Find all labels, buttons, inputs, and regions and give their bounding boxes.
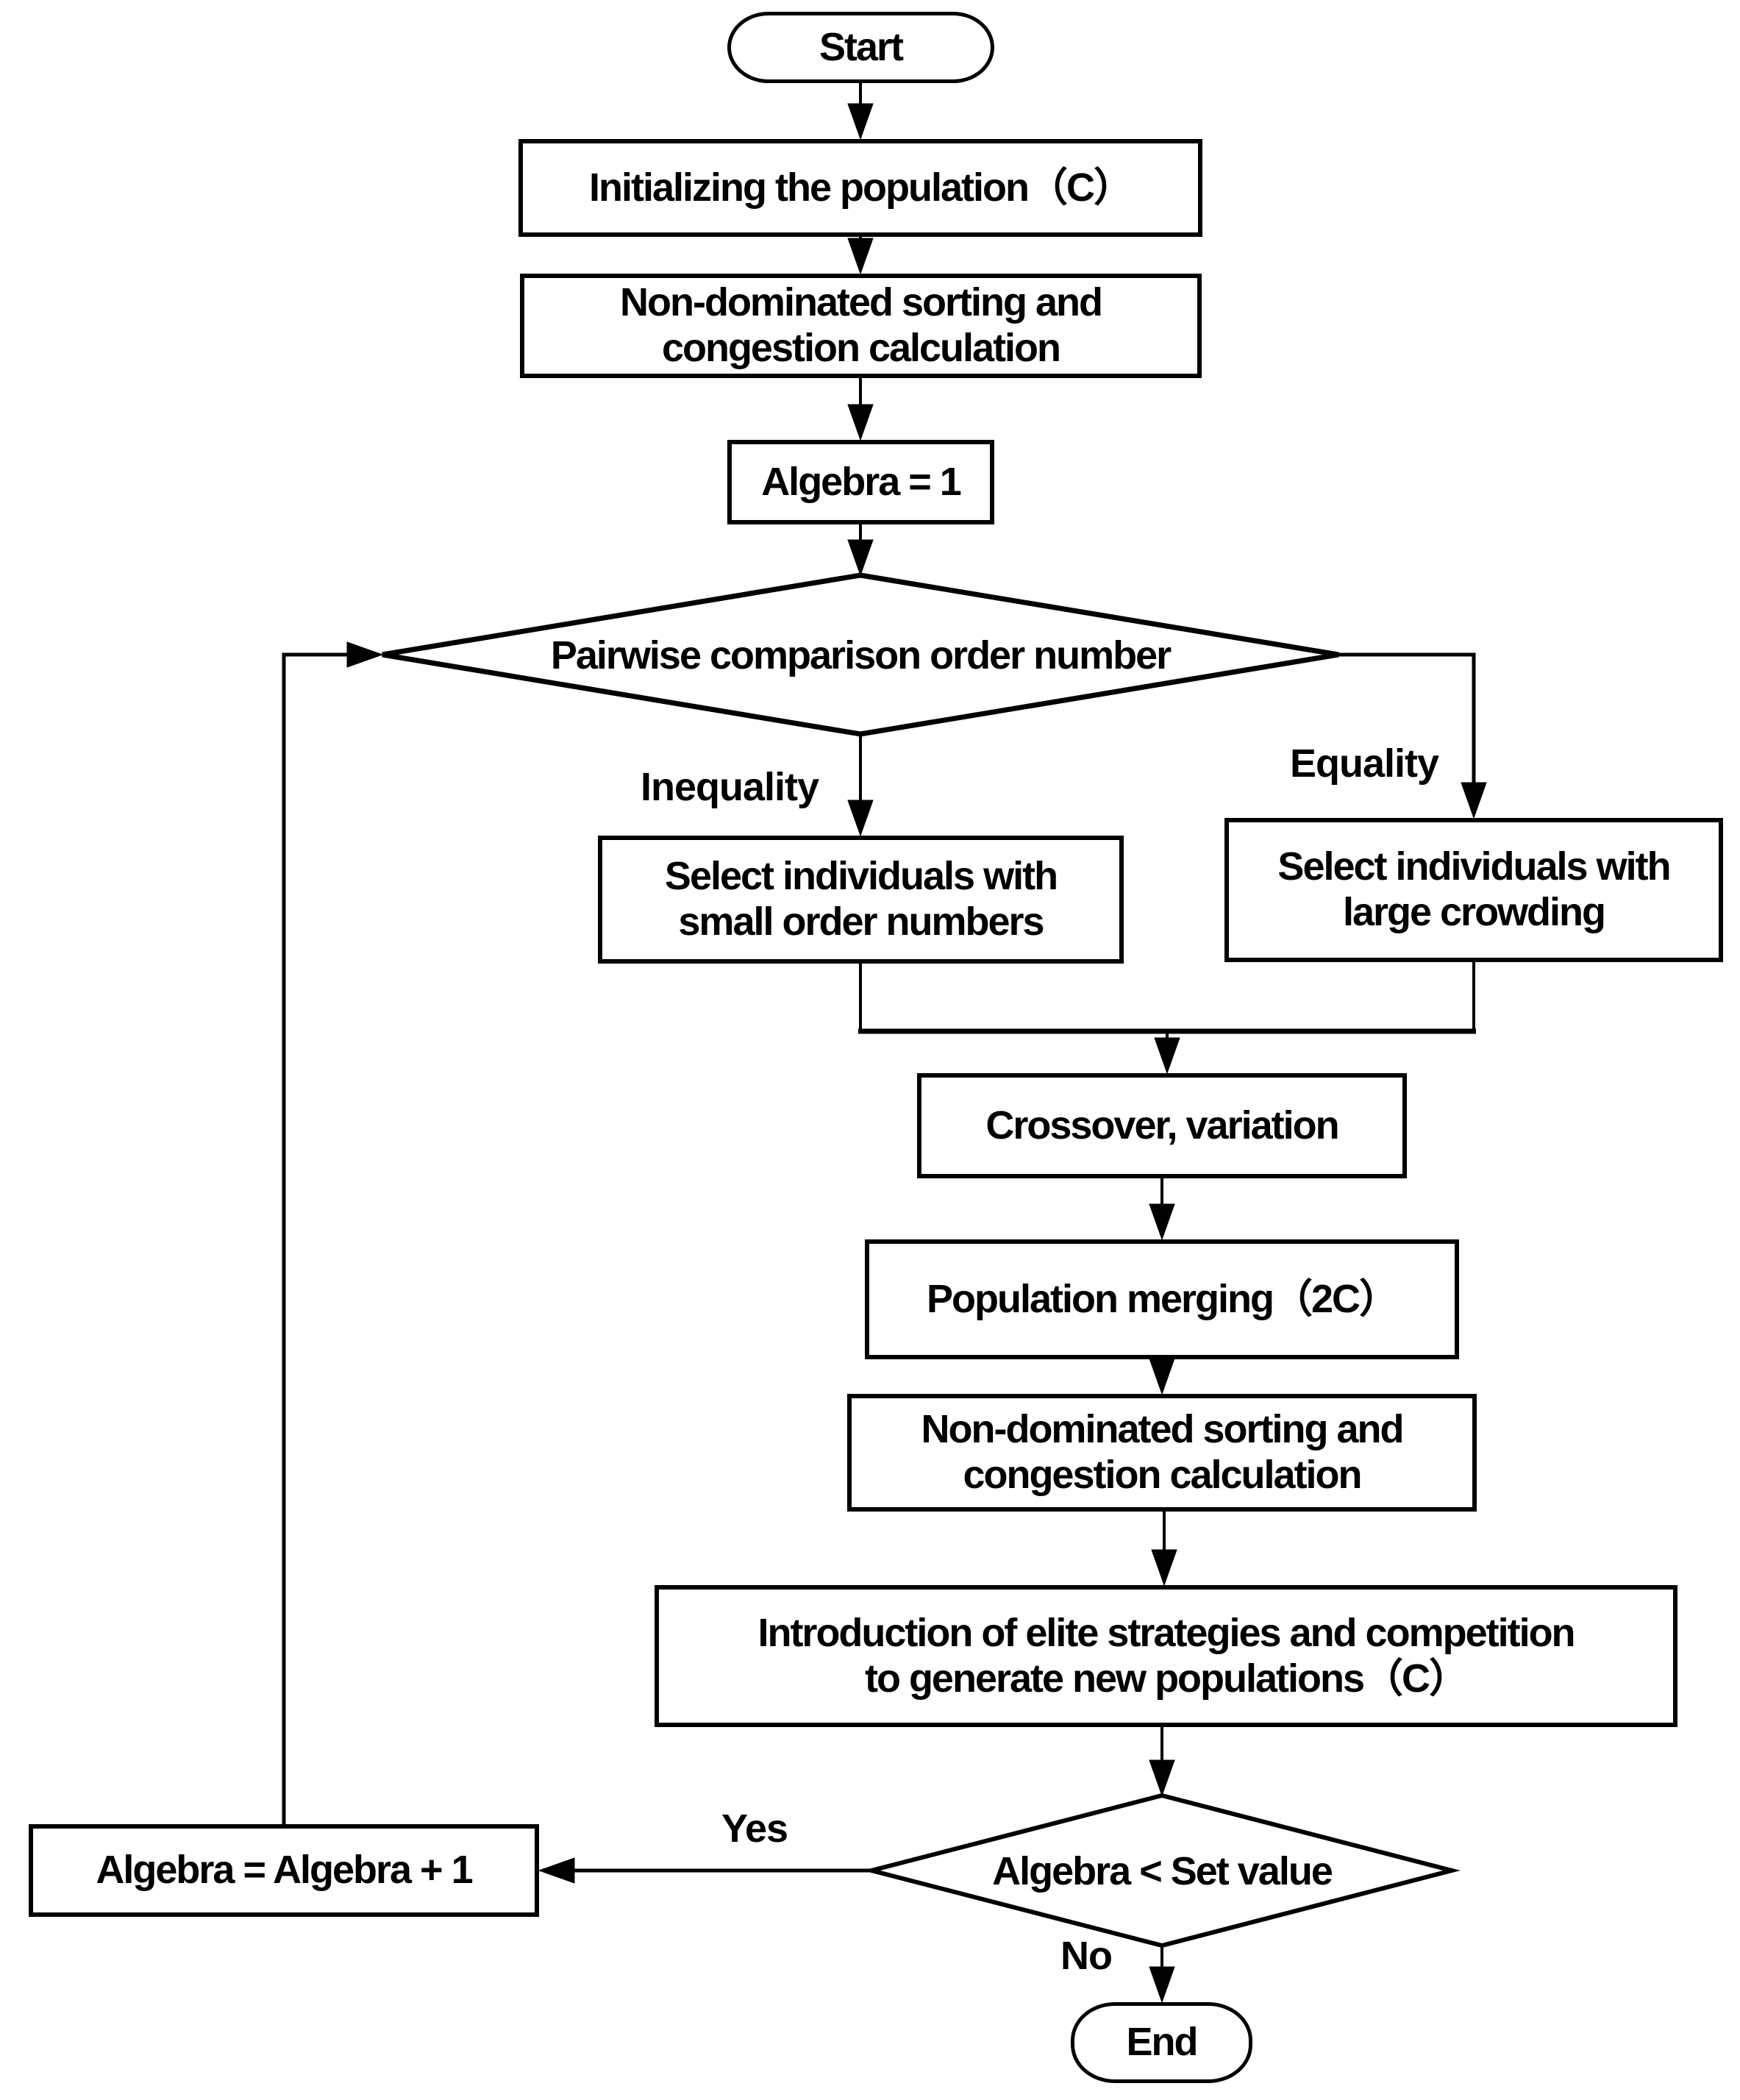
arrowhead-into-selectlarge: [1461, 782, 1487, 819]
node-crossover-variation: Crossover, variation: [917, 1073, 1407, 1178]
arrowhead-into-crossover: [1154, 1037, 1180, 1075]
arrowhead-into-increment: [538, 1857, 575, 1884]
node-non-dominated-sorting-2: Non-dominated sorting and congestion cal…: [847, 1394, 1477, 1512]
arrowhead-into-nds1: [847, 238, 874, 275]
edge-pairwise-selectlarge: [1338, 652, 1476, 786]
edge-increment-feedback: [282, 652, 349, 1824]
node-decision-pairwise-label: Pairwise comparison order number: [550, 633, 1172, 677]
node-elite-strategies: Introduction of elite strategies and com…: [655, 1585, 1677, 1727]
arrowhead-into-popmerge: [1149, 1203, 1175, 1241]
node-start: Start: [727, 12, 994, 83]
arrowhead-into-init: [847, 103, 874, 140]
node-select-small-order: Select individuals with small order numb…: [598, 836, 1124, 964]
arrowhead-into-condition: [1149, 1759, 1175, 1797]
arrowhead-into-end: [1149, 1966, 1175, 2004]
node-non-dominated-sorting-1: Non-dominated sorting and congestion cal…: [520, 274, 1202, 378]
node-initialize-population: Initializing the population（C）: [518, 139, 1202, 237]
branch-label-equality: Equality: [1289, 741, 1439, 786]
node-decision-condition-label: Algebra < Set value: [992, 1849, 1333, 1893]
arrowhead-into-nds2: [1149, 1358, 1175, 1395]
arrowhead-into-selectsmall: [847, 800, 874, 837]
branch-label-no: No: [1060, 1934, 1113, 1978]
node-select-large-crowding: Select individuals with large crowding: [1224, 818, 1723, 962]
branch-label-inequality: Inequality: [640, 765, 819, 809]
node-end: End: [1071, 2002, 1252, 2083]
arrowhead-into-elite: [1151, 1549, 1177, 1587]
arrowhead-feedback-into-pairwise: [346, 641, 384, 668]
node-algebra-init: Algebra = 1: [727, 440, 994, 524]
arrowhead-into-pairwise: [847, 539, 874, 577]
branch-label-yes: Yes: [721, 1807, 788, 1851]
arrowhead-into-algebra1: [847, 404, 874, 441]
node-population-merging: Population merging（2C）: [865, 1239, 1459, 1359]
node-algebra-increment: Algebra = Algebra + 1: [29, 1824, 539, 1917]
